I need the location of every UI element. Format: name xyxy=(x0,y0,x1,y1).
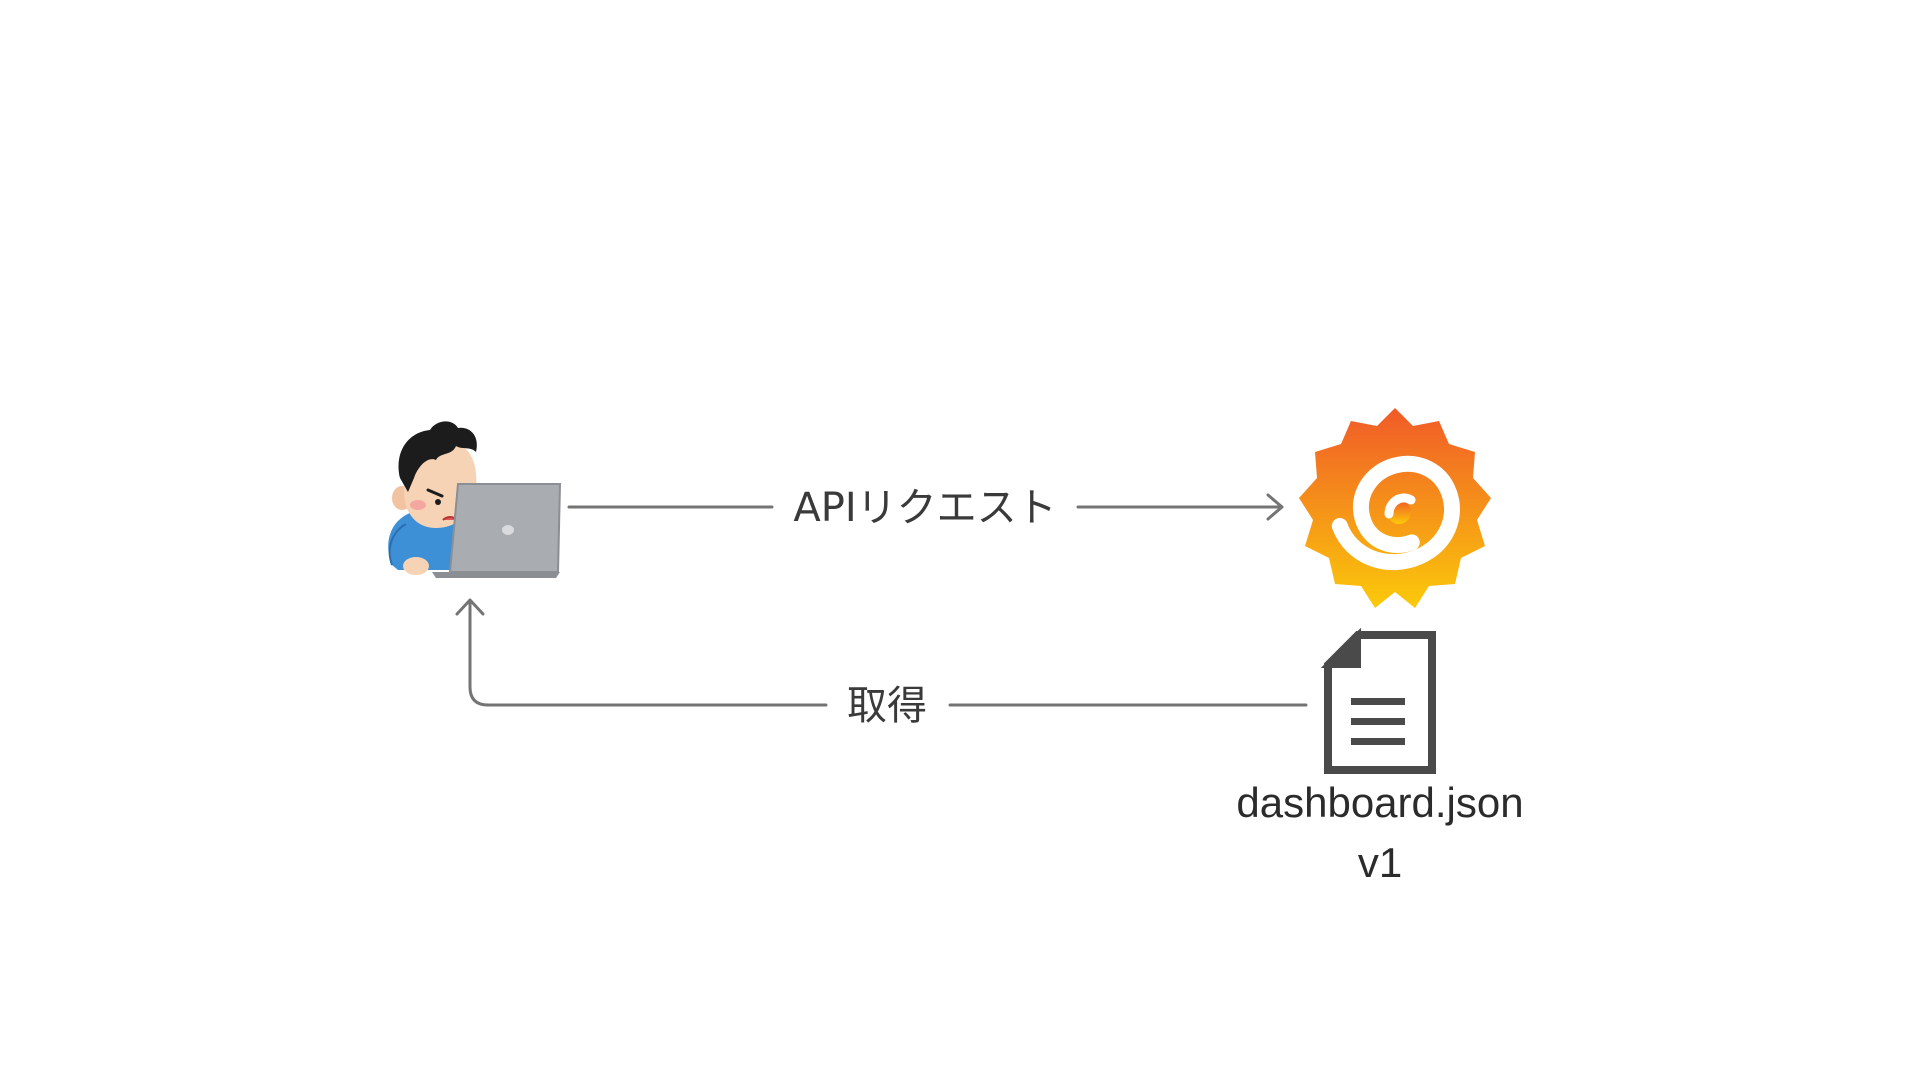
file-version-label: v1 xyxy=(1358,839,1402,886)
file-name-label: dashboard.json xyxy=(1236,779,1523,826)
fetch-line-left xyxy=(468,600,828,707)
api-request-arrowhead xyxy=(1266,493,1284,521)
fetch-edge: 取得 xyxy=(455,598,1308,729)
developer-with-laptop-icon xyxy=(388,421,562,578)
document-icon xyxy=(1320,627,1436,774)
fetch-label: 取得 xyxy=(847,683,927,729)
grafana-logo-icon xyxy=(1299,408,1491,608)
api-request-edge: APIリクエスト xyxy=(567,485,1284,531)
fetch-arrowhead xyxy=(455,598,485,616)
api-request-label: APIリクエスト xyxy=(793,485,1056,531)
